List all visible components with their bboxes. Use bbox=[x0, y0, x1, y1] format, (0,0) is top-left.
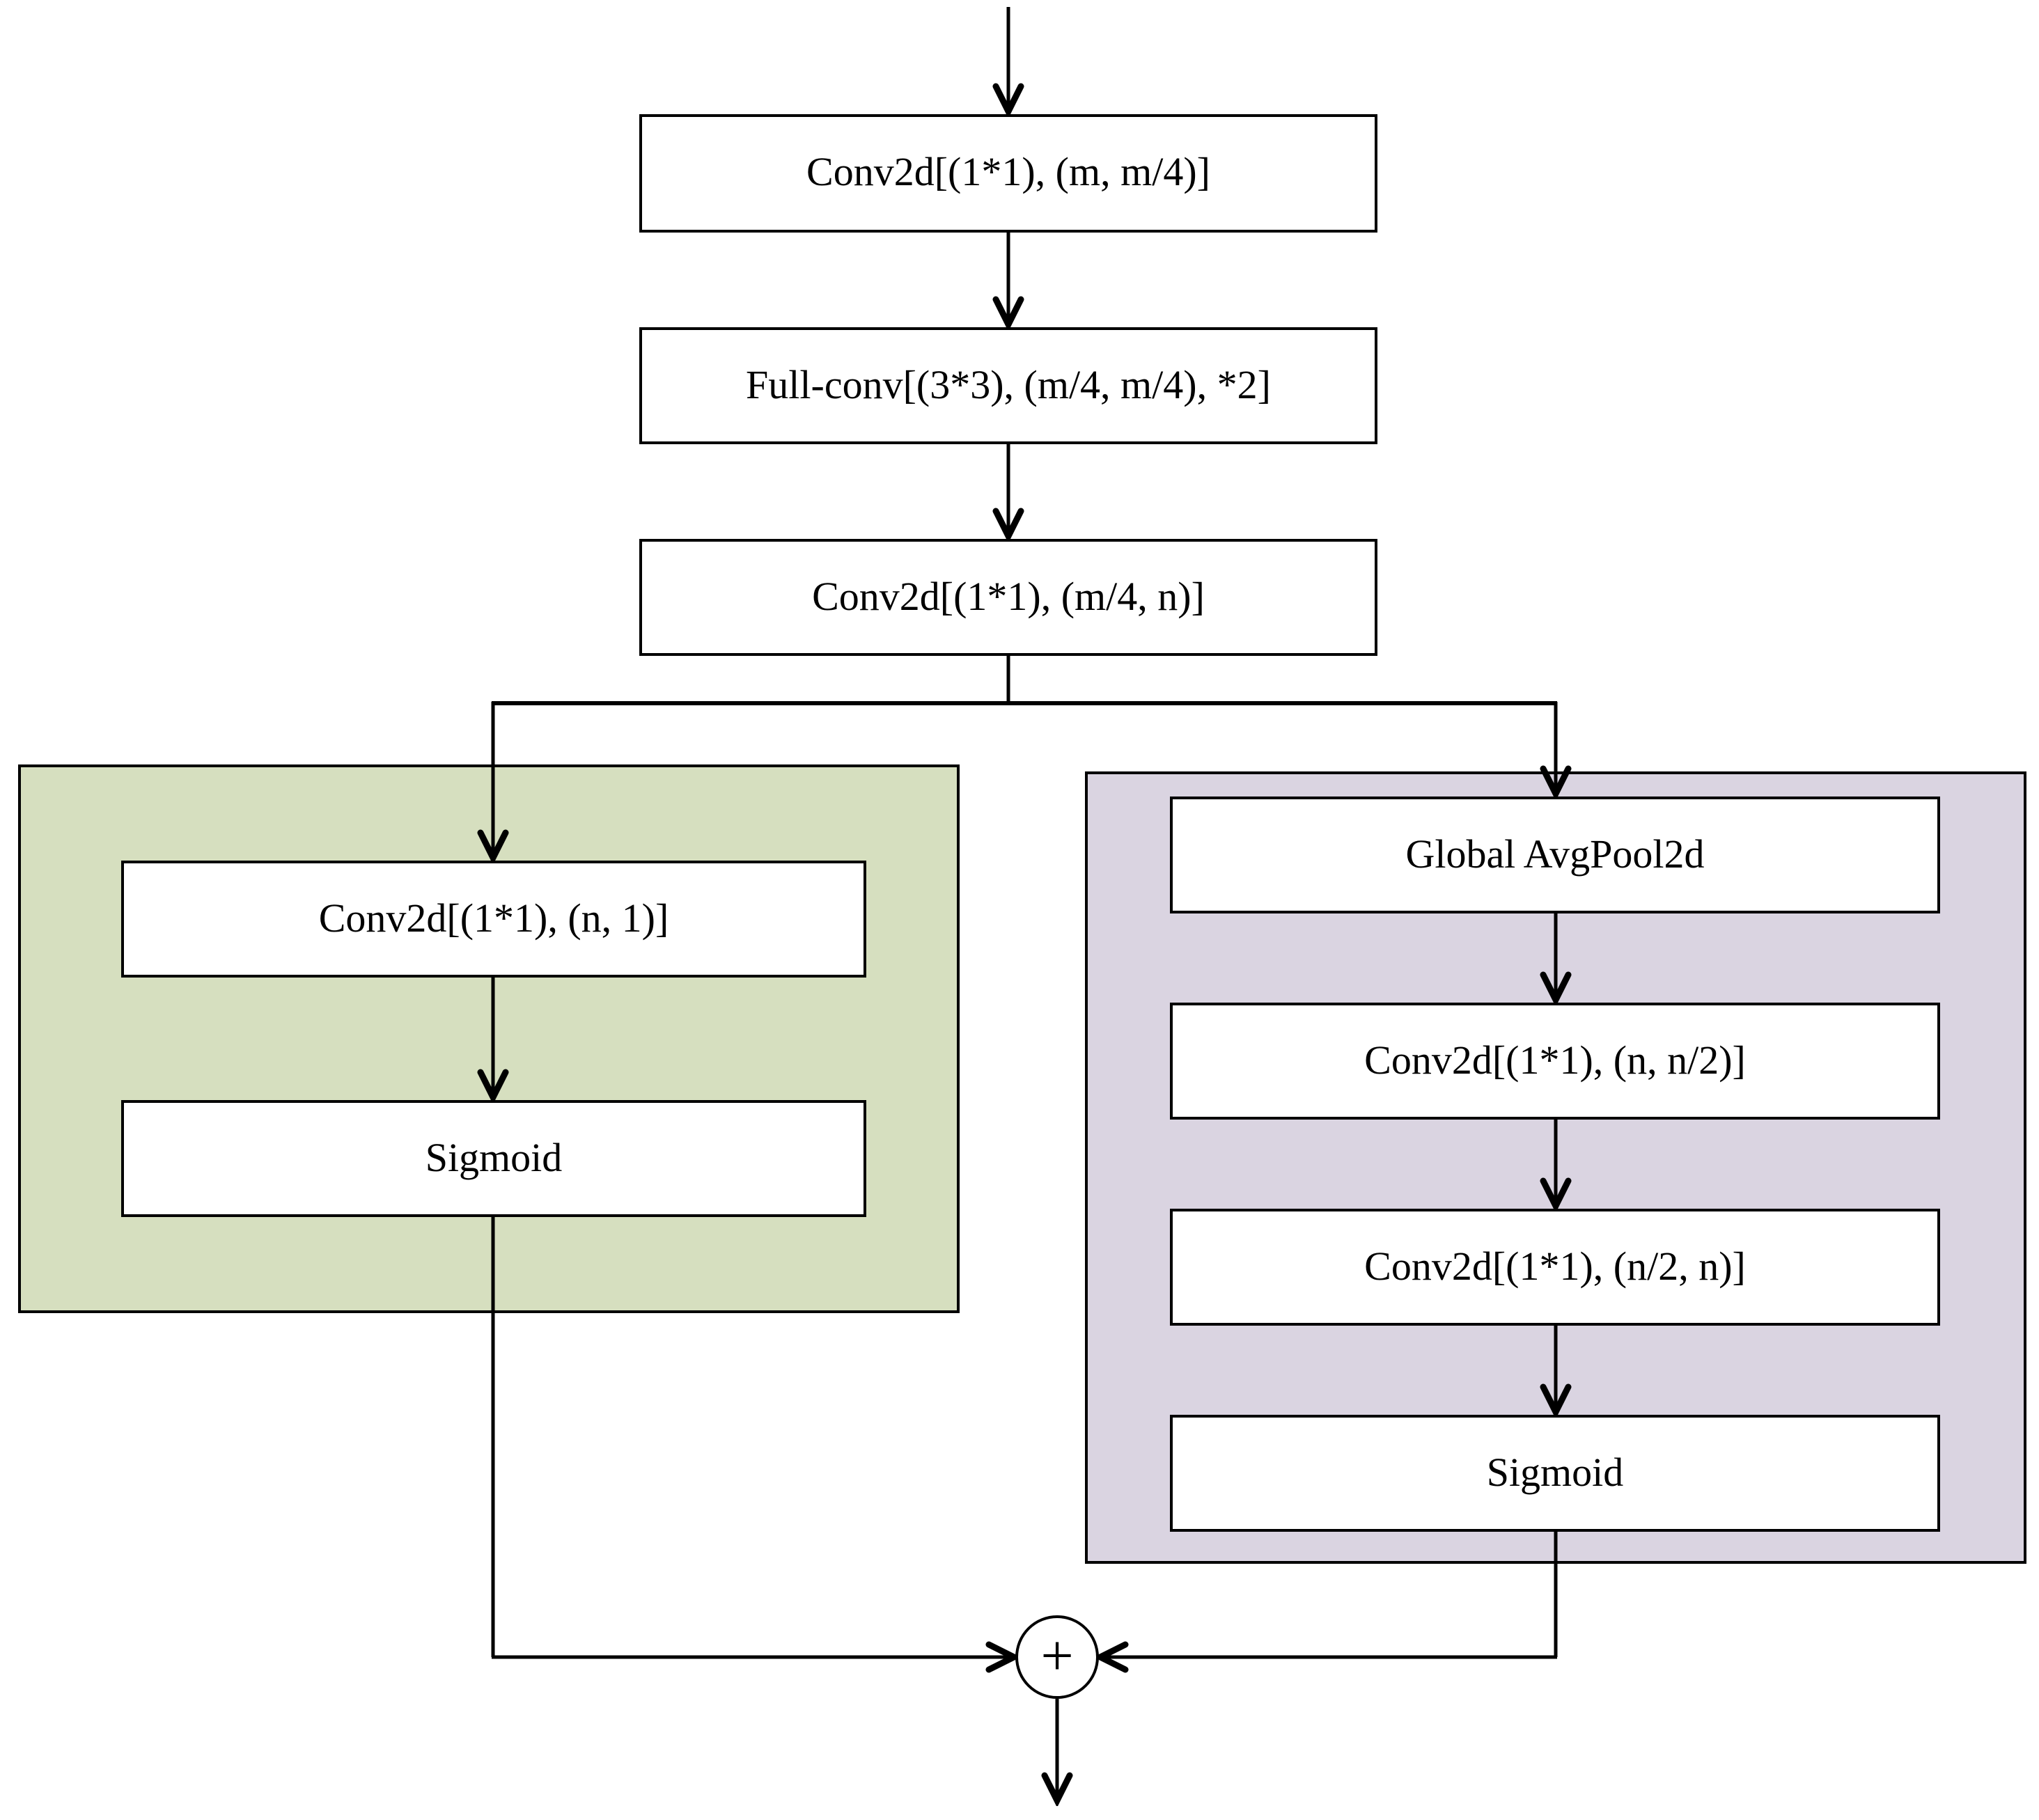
block-sigmoid-left: Sigmoid bbox=[121, 1100, 866, 1217]
block-label: Conv2d[(1*1), (n, n/2)] bbox=[1364, 1038, 1746, 1083]
block-conv2d-1x1-n2-n: Conv2d[(1*1), (n/2, n)] bbox=[1170, 1209, 1940, 1326]
block-label: Global AvgPool2d bbox=[1405, 832, 1705, 877]
block-label: Sigmoid bbox=[425, 1136, 563, 1180]
block-full-conv-3x3: Full-conv[(3*3), (m/4, m/4), *2] bbox=[639, 327, 1377, 444]
plus-icon: + bbox=[1040, 1625, 1074, 1689]
block-label: Conv2d[(1*1), (n, 1)] bbox=[318, 896, 669, 941]
block-conv2d-1x1-m-m4: Conv2d[(1*1), (m, m/4)] bbox=[639, 114, 1377, 233]
block-global-avgpool2d: Global AvgPool2d bbox=[1170, 797, 1940, 913]
block-label: Conv2d[(1*1), (m/4, n)] bbox=[812, 574, 1205, 619]
block-label: Conv2d[(1*1), (n/2, n)] bbox=[1364, 1244, 1746, 1289]
block-label: Sigmoid bbox=[1486, 1450, 1624, 1495]
block-label: Conv2d[(1*1), (m, m/4)] bbox=[806, 150, 1210, 195]
block-conv2d-1x1-n-1: Conv2d[(1*1), (n, 1)] bbox=[121, 861, 866, 978]
block-label: Full-conv[(3*3), (m/4, m/4), *2] bbox=[746, 363, 1271, 407]
block-sigmoid-right: Sigmoid bbox=[1170, 1415, 1940, 1532]
block-conv2d-1x1-m4-n: Conv2d[(1*1), (m/4, n)] bbox=[639, 539, 1377, 656]
left-branch-panel bbox=[18, 764, 960, 1313]
block-conv2d-1x1-n-n2: Conv2d[(1*1), (n, n/2)] bbox=[1170, 1003, 1940, 1120]
